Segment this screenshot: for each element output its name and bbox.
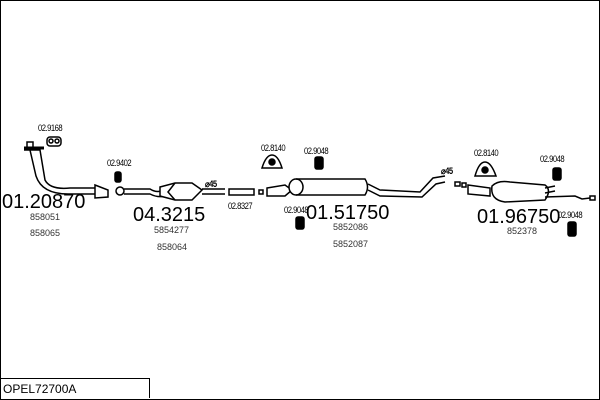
oe-number: 5854277 (154, 225, 190, 235)
part-number: 04.3215 (133, 204, 206, 226)
rubber-mount-icon (552, 167, 562, 181)
accessory-label: 02.9048 (540, 154, 565, 164)
catalytic-converter (124, 182, 225, 201)
accessory-label: 02.8140 (474, 148, 499, 158)
part-number: 01.20870 (2, 191, 86, 213)
diagram-code: OPEL72700A (0, 378, 150, 398)
oe-number: 852378 (507, 226, 538, 236)
connecting-pipe (228, 188, 264, 196)
rubber-mount-icon (314, 156, 324, 170)
oe-number: 5852087 (333, 239, 369, 249)
front-pipe (24, 141, 109, 199)
part-number: 01.96750 (477, 206, 561, 228)
rubber-mount-icon (295, 216, 305, 230)
part-number: 01.51750 (306, 202, 390, 224)
oe-number: 858065 (30, 228, 61, 238)
oe-number: 5852086 (333, 222, 369, 232)
accessory-label: 02.8140 (261, 143, 286, 153)
oe-number: 858064 (157, 242, 188, 252)
rubber-hanger-icon (260, 154, 284, 169)
gasket-icon (114, 171, 125, 196)
accessory-label: 02.9168 (38, 123, 63, 133)
diameter-label: ⌀45 (205, 179, 217, 189)
accessory-label: 02.9048 (558, 210, 583, 220)
accessory-label: 02.9048 (304, 146, 329, 156)
rubber-hanger-icon (474, 161, 498, 177)
accessory-label: 02.9048 (284, 205, 309, 215)
middle-silencer (266, 175, 446, 198)
diameter-label: ⌀45 (441, 166, 453, 176)
accessory-label: 02.8327 (228, 201, 253, 211)
rear-silencer (454, 180, 596, 203)
oe-number: 858051 (30, 212, 61, 222)
rubber-mount-icon (567, 221, 577, 237)
accessory-label: 02.9402 (107, 158, 132, 168)
clamp-icon (46, 136, 62, 147)
